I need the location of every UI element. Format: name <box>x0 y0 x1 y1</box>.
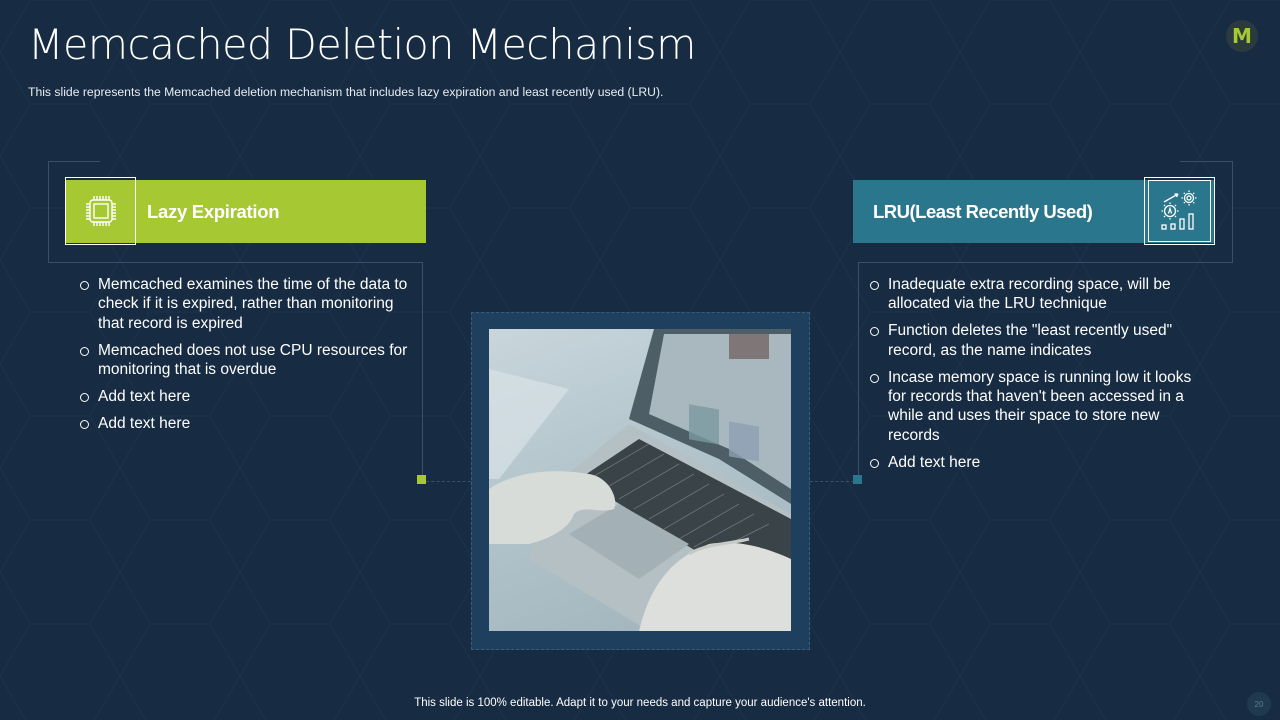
slide-subtitle: This slide represents the Memcached dele… <box>28 85 664 99</box>
bullet-circle-icon <box>80 393 89 403</box>
left-connector-node <box>417 475 426 484</box>
lru-bullets: Inadequate extra recording space, will b… <box>868 275 1213 480</box>
logo-letter: M <box>1232 24 1252 48</box>
bullet-circle-icon <box>870 458 879 468</box>
page-number: 20 <box>1247 692 1271 716</box>
right-dashed-connector <box>810 481 854 482</box>
list-item: Memcached does not use CPU resources for… <box>78 341 408 380</box>
list-item: Add text here <box>78 414 408 433</box>
bullet-circle-icon <box>80 281 89 290</box>
lazy-expiration-title: Lazy Expiration <box>147 200 280 222</box>
slide-footer: This slide is 100% editable. Adapt it to… <box>414 697 866 709</box>
laptop-typing-photo <box>489 329 791 631</box>
bullet-circle-icon <box>870 327 879 337</box>
bullet-circle-icon <box>80 346 89 356</box>
frame-gap <box>100 161 430 163</box>
center-image-frame <box>471 312 810 650</box>
bullet-circle-icon <box>80 419 89 429</box>
list-item: Function deletes the "least recently use… <box>868 321 1213 360</box>
lru-title: LRU(Least Recently Used) <box>873 200 1093 222</box>
left-connector-line <box>422 263 423 478</box>
right-connector-line <box>858 263 859 478</box>
bullet-circle-icon <box>870 373 879 383</box>
list-item: Incase memory space is running low it lo… <box>868 368 1213 446</box>
lru-header: LRU(Least Recently Used) <box>853 177 1215 245</box>
bullet-circle-icon <box>870 281 879 290</box>
list-item: Add text here <box>868 453 1213 472</box>
list-item: Add text here <box>78 387 408 406</box>
left-icon-box <box>65 177 136 245</box>
cpu-chip-icon <box>85 196 116 226</box>
brand-logo: M <box>1226 20 1258 52</box>
list-item: Memcached examines the time of the data … <box>78 275 408 333</box>
left-dashed-connector <box>426 481 471 482</box>
right-connector-node <box>853 475 862 484</box>
right-icon-box <box>1144 177 1215 245</box>
slide-title: Memcached Deletion Mechanism <box>28 20 696 69</box>
gear-growth-chart-icon <box>1160 190 1196 230</box>
frame-gap <box>850 161 1180 163</box>
lazy-expiration-header: Lazy Expiration <box>65 177 426 245</box>
lazy-expiration-bullets: Memcached examines the time of the data … <box>78 275 408 441</box>
list-item: Inadequate extra recording space, will b… <box>868 275 1213 314</box>
